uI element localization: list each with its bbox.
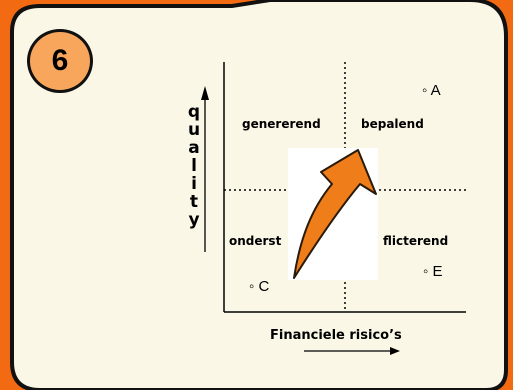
slide-number: 6 [51, 44, 69, 77]
quadrant-label-top-right: bepalend [361, 117, 424, 131]
y-axis-label: q u a l i t y [184, 103, 204, 229]
arrow-up-right-icon [288, 148, 378, 280]
point-e: ◦ E [423, 263, 443, 280]
arrow-up-icon [201, 86, 209, 252]
y-label-letter: i [191, 174, 197, 194]
arrow-right-icon [304, 347, 400, 355]
y-label-letter: q [187, 102, 201, 122]
quadrant-label-bottom-left: onderst [229, 234, 282, 248]
slide-number-badge: 6 [27, 29, 93, 93]
quadrant-label-top-left: genererend [242, 117, 321, 131]
y-label-letter: y [188, 210, 200, 230]
y-label-letter: u [187, 120, 201, 140]
x-axis-label: Financiele risico’s [270, 328, 402, 343]
quadrant-label-bottom-right: flicterend [383, 234, 449, 248]
point-c: ◦ C [249, 278, 270, 295]
y-label-letter: l [191, 156, 197, 176]
y-label-letter: t [189, 192, 199, 212]
point-a: ◦ A [422, 82, 441, 99]
y-label-letter: a [188, 138, 200, 158]
